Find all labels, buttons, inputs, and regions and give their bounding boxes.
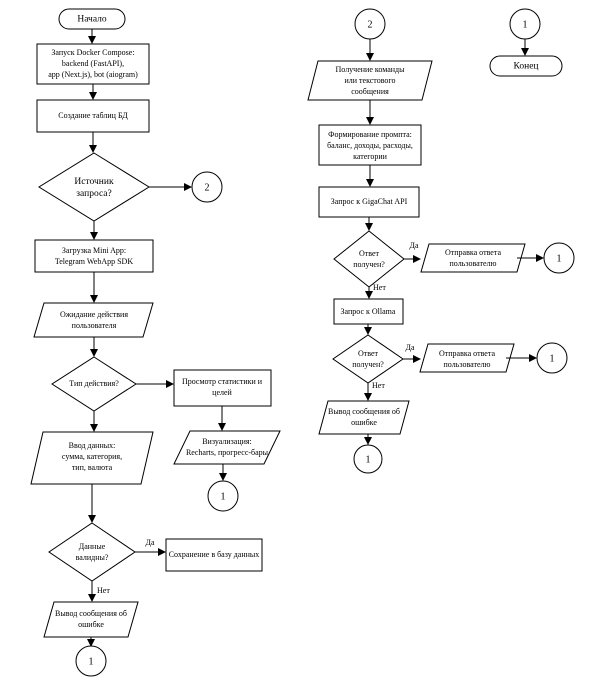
svg-text:1: 1 bbox=[550, 353, 555, 364]
source-line-1: Источник bbox=[74, 177, 114, 187]
receive-line-2: или текстового bbox=[344, 76, 395, 85]
answer2-line-2: получен? bbox=[352, 360, 384, 369]
io-send-answer: Отправка ответа пользователю bbox=[420, 243, 526, 273]
source-line-2: запроса? bbox=[76, 189, 111, 199]
docker-line-2: backend (FastAPI), bbox=[62, 59, 124, 68]
yes-label: Да bbox=[409, 241, 418, 250]
ollama-label: Запрос к Ollama bbox=[341, 307, 396, 316]
svg-text:1: 1 bbox=[366, 454, 371, 465]
mini-app-line-1: Загрузка Mini App: bbox=[62, 246, 126, 255]
answer2-line-1: Ответ bbox=[358, 349, 379, 358]
decision-answer-received: Ответ получен? bbox=[333, 230, 405, 288]
input-line-1: Ввод данных: bbox=[69, 441, 116, 450]
prompt-line-2: баланс, доходы, расходы, bbox=[327, 141, 413, 150]
svg-text:1: 1 bbox=[523, 19, 528, 30]
send1-line-2: пользователю bbox=[450, 259, 497, 268]
view-stats-line-1: Просмотр статистики и bbox=[182, 377, 263, 386]
io-visualization: Визуализация: Recharts, прогресс-бары bbox=[173, 430, 281, 465]
send2-line-1: Отправка ответа bbox=[439, 349, 495, 358]
visualize-line-2: Recharts, прогресс-бары bbox=[186, 448, 269, 457]
connector-1: 1 bbox=[353, 444, 383, 474]
svg-text:2: 2 bbox=[205, 182, 210, 193]
connector-1: 1 bbox=[509, 8, 541, 40]
docker-line-1: Запуск Docker Compose: bbox=[51, 48, 134, 57]
io-receive-message: Получение команды или текстового сообщен… bbox=[307, 60, 433, 101]
connector-2: 2 bbox=[354, 8, 386, 40]
process-ollama-request: Запрос к Ollama bbox=[333, 298, 404, 325]
gigachat-label: Запрос к GigaChat API bbox=[331, 197, 408, 206]
error-right-line-2: ошибке bbox=[351, 418, 377, 427]
io-error-message: Вывод сообщения об ошибке bbox=[318, 400, 410, 435]
input-line-3: тип, валюта bbox=[72, 463, 113, 472]
process-load-mini-app: Загрузка Mini App: Telegram WebApp SDK bbox=[34, 239, 154, 273]
process-gigachat-request: Запрос к GigaChat API bbox=[318, 186, 420, 218]
io-error-message: Вывод сообщения об ошибке bbox=[43, 601, 139, 638]
process-docker-compose: Запуск Docker Compose: backend (FastAPI)… bbox=[36, 43, 150, 85]
input-line-2: сумма, категория, bbox=[62, 452, 122, 461]
answer1-line-2: получен? bbox=[353, 260, 385, 269]
svg-text:1: 1 bbox=[221, 491, 226, 502]
db-tables-label: Создание таблиц БД bbox=[58, 111, 128, 120]
send1-line-1: Отправка ответа bbox=[445, 248, 501, 257]
io-wait-user-action: Ожидание действия пользователя bbox=[33, 302, 154, 338]
wait-line-1: Ожидание действия bbox=[60, 310, 128, 319]
no-label: Нет bbox=[97, 586, 110, 595]
start-terminal: Начало bbox=[58, 8, 126, 30]
connector-1: 1 bbox=[543, 242, 575, 274]
visualize-line-1: Визуализация: bbox=[202, 437, 252, 446]
connector-1: 1 bbox=[536, 342, 568, 374]
process-create-db-tables: Создание таблиц БД bbox=[36, 99, 150, 133]
connector-1: 1 bbox=[75, 645, 107, 677]
receive-line-3: сообщения bbox=[351, 87, 389, 96]
decision-action-type: Тип действия? bbox=[51, 356, 137, 412]
error-line-1: Вывод сообщения об bbox=[55, 609, 127, 618]
no-label: Нет bbox=[373, 283, 386, 292]
yes-label: Да bbox=[145, 538, 154, 547]
view-stats-line-2: целей bbox=[212, 388, 232, 397]
decision-data-valid: Данные валидны? bbox=[48, 522, 136, 582]
io-data-input: Ввод данных: сумма, категория, тип, валю… bbox=[30, 431, 154, 485]
process-build-prompt: Формирование промпта: баланс, доходы, ра… bbox=[318, 124, 422, 166]
io-send-answer: Отправка ответа пользователю bbox=[419, 343, 515, 373]
yes-label: Да bbox=[405, 343, 414, 352]
svg-text:1: 1 bbox=[557, 253, 562, 264]
action-type-label: Тип действия? bbox=[69, 379, 119, 388]
valid-line-2: валидны? bbox=[76, 553, 109, 562]
process-view-stats: Просмотр статистики и целей bbox=[173, 369, 272, 407]
svg-text:1: 1 bbox=[89, 656, 94, 667]
process-save-to-db: Сохранение в базу данных bbox=[165, 538, 263, 572]
end-label: Конец bbox=[514, 62, 539, 72]
end-terminal: Конец bbox=[489, 55, 563, 77]
valid-line-1: Данные bbox=[79, 542, 106, 551]
error-right-line-1: Вывод сообщения об bbox=[328, 407, 400, 416]
send2-line-2: пользователю bbox=[444, 360, 491, 369]
svg-text:2: 2 bbox=[368, 19, 373, 30]
save-label: Сохранение в базу данных bbox=[169, 550, 260, 559]
wait-line-2: пользователя bbox=[72, 321, 117, 330]
answer1-line-1: Ответ bbox=[359, 249, 380, 258]
mini-app-line-2: Telegram WebApp SDK bbox=[55, 257, 133, 266]
start-label: Начало bbox=[77, 15, 107, 25]
prompt-line-3: категории bbox=[353, 152, 388, 161]
docker-line-3: app (Next.js), bot (aiogram) bbox=[48, 70, 138, 79]
decision-answer-received: Ответ получен? bbox=[332, 334, 404, 384]
decision-request-source: Источник запроса? bbox=[38, 152, 150, 222]
error-line-2: ошибке bbox=[78, 620, 104, 629]
receive-line-1: Получение команды bbox=[336, 65, 406, 74]
prompt-line-1: Формирование промпта: bbox=[328, 130, 412, 139]
connector-1: 1 bbox=[207, 480, 239, 512]
connector-2: 2 bbox=[191, 171, 223, 203]
no-label: Нет bbox=[372, 381, 385, 390]
